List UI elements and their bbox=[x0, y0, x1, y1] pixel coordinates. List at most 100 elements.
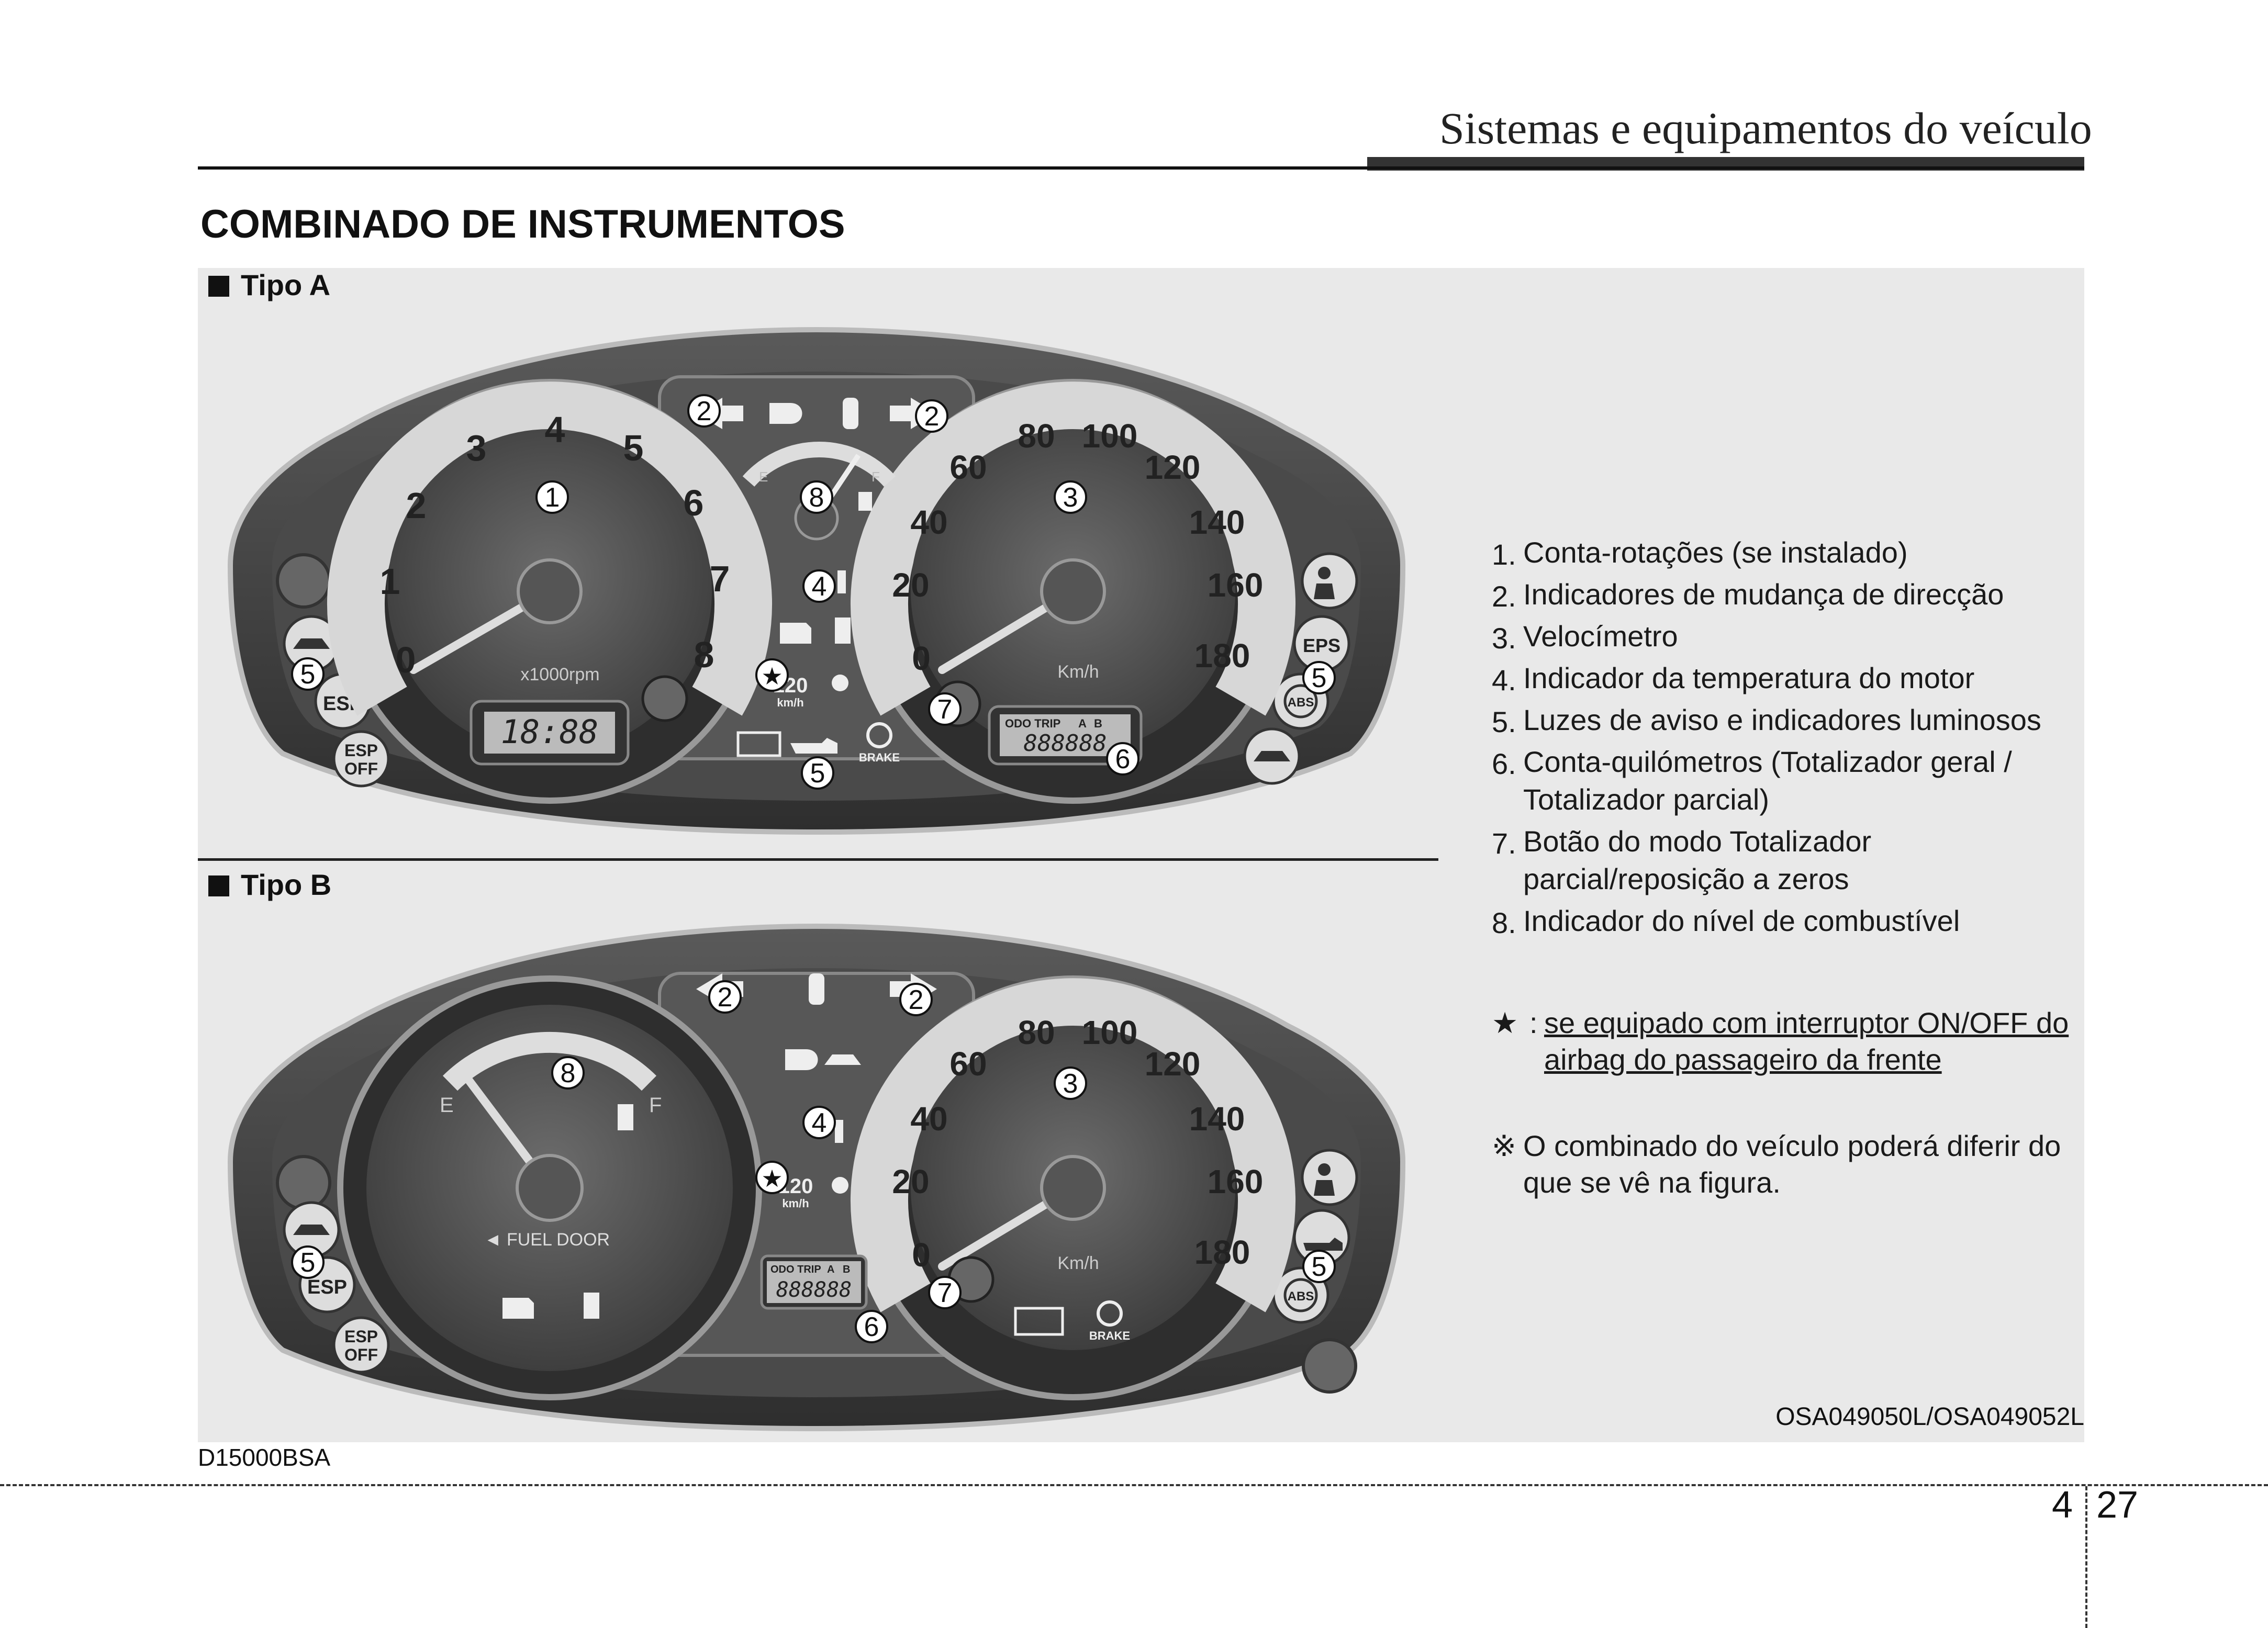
legend-item: 2.Indicadores de mudança de direcção bbox=[1492, 576, 2078, 613]
speed-num-40: 40 bbox=[910, 503, 947, 541]
odo-trip-label: ODO TRIP bbox=[1005, 717, 1060, 730]
legend-item-text: Indicador da temperatura do motor bbox=[1523, 659, 2078, 697]
side-indicator bbox=[277, 555, 330, 607]
legend-item-num: 8. bbox=[1492, 902, 1516, 944]
door-ajar-icon bbox=[809, 973, 824, 1005]
legend-item: 7.Botão do modo Totalizador parcial/repo… bbox=[1492, 823, 2078, 898]
abs-label: ABS bbox=[1288, 695, 1314, 710]
header-rule bbox=[198, 166, 2084, 170]
seatbelt-warning-icon bbox=[832, 675, 848, 691]
brake-label: BRAKE bbox=[859, 751, 900, 764]
legend-item-num: 4. bbox=[1492, 659, 1516, 701]
legend: 1.Conta-rotações (se instalado) 2.Indica… bbox=[1492, 534, 2078, 944]
eps-label: EPS bbox=[1303, 635, 1340, 656]
speed-num-120: 120 bbox=[1145, 1045, 1201, 1083]
speed-num-140: 140 bbox=[1189, 1100, 1245, 1138]
odo-trip-label: ODO TRIP bbox=[770, 1264, 821, 1275]
star-note-text: se equipado com interruptor ON/OFF do ai… bbox=[1492, 1005, 2078, 1078]
odo-display-text: 888888 bbox=[776, 1278, 852, 1302]
callout-star: ★ bbox=[761, 1165, 783, 1192]
low-fuel-icon bbox=[835, 617, 851, 644]
speed-hub bbox=[1042, 560, 1104, 623]
seatbelt-warning-icon bbox=[832, 1177, 848, 1194]
airbag-warning-icon bbox=[1302, 554, 1357, 608]
speed-num-40: 40 bbox=[910, 1100, 947, 1138]
legend-item-num: 5. bbox=[1492, 701, 1516, 743]
legend-item-num: 6. bbox=[1492, 743, 1516, 785]
coolant-temp-icon bbox=[835, 1120, 843, 1143]
odo-b-label: B bbox=[843, 1264, 850, 1275]
callout-2-left: 2 bbox=[718, 982, 733, 1013]
fuel-f-label: F bbox=[649, 1094, 662, 1117]
speed-num-80: 80 bbox=[1018, 1014, 1055, 1051]
callout-5-right: 5 bbox=[1312, 1252, 1327, 1282]
figure-divider bbox=[198, 858, 1438, 861]
callout-8: 8 bbox=[561, 1058, 576, 1088]
door-ajar-icon bbox=[843, 398, 858, 429]
odo-a-label: A bbox=[1078, 717, 1087, 730]
tach-num-2: 2 bbox=[406, 485, 427, 526]
speed-num-20: 20 bbox=[892, 566, 929, 604]
esp-label: ESP bbox=[307, 1276, 347, 1298]
legend-item-text: Indicador do nível de combustível bbox=[1523, 902, 2078, 940]
fuel-door-label: ◄ FUEL DOOR bbox=[484, 1230, 610, 1250]
tach-num-1: 1 bbox=[380, 561, 400, 602]
odo-a-label: A bbox=[827, 1264, 834, 1275]
fuel-e-label: E bbox=[759, 469, 768, 485]
legend-list: 1.Conta-rotações (se instalado) 2.Indica… bbox=[1492, 534, 2078, 940]
abs-label: ABS bbox=[1288, 1289, 1314, 1304]
callout-star: ★ bbox=[761, 663, 783, 690]
legend-item-num: 7. bbox=[1492, 823, 1516, 864]
footer-vertical-dashed-rule bbox=[2085, 1486, 2087, 1628]
legend-item: 4.Indicador da temperatura do motor bbox=[1492, 659, 2078, 697]
fuel-f-label: F bbox=[872, 469, 880, 485]
chapter-number: 4 bbox=[2052, 1484, 2073, 1526]
tach-num-5: 5 bbox=[623, 428, 644, 468]
speed-num-80: 80 bbox=[1018, 417, 1055, 455]
figure-code: OSA049050L/OSA049052L bbox=[1518, 1402, 2084, 1431]
odo-display-text: 888888 bbox=[1024, 730, 1107, 757]
tach-hub bbox=[518, 560, 581, 623]
side-indicator bbox=[1303, 1340, 1356, 1392]
speed-warn-unit: km/h bbox=[777, 696, 803, 709]
legend-item: 1.Conta-rotações (se instalado) bbox=[1492, 534, 2078, 571]
callout-7: 7 bbox=[937, 1278, 953, 1308]
speed-num-160: 160 bbox=[1208, 566, 1264, 604]
speedometer: 0 20 40 60 80 100 120 140 160 180 Km/h O… bbox=[864, 382, 1282, 801]
legend-item-text: Botão do modo Totalizador parcial/reposi… bbox=[1523, 823, 2078, 898]
airbag-warning-icon bbox=[1302, 1150, 1357, 1205]
legend-item-text: Conta-rotações (se instalado) bbox=[1523, 534, 2078, 571]
tach-num-0: 0 bbox=[396, 639, 416, 680]
speedometer: 0 20 40 60 80 100 120 140 160 180 Km/h B… bbox=[864, 979, 1282, 1397]
legend-item: 6.Conta-quilómetros (Totalizador geral /… bbox=[1492, 743, 2078, 818]
fuel-hub bbox=[517, 1155, 582, 1220]
legend-item: 3.Velocímetro bbox=[1492, 617, 2078, 655]
esp-off-label-1: ESP bbox=[344, 1327, 378, 1346]
callout-4: 4 bbox=[812, 571, 827, 602]
document-code: D15000BSA bbox=[198, 1443, 330, 1472]
reference-mark: ※ bbox=[1492, 1128, 1516, 1164]
legend-item: 8.Indicador do nível de combustível bbox=[1492, 902, 2078, 940]
callout-6: 6 bbox=[864, 1312, 879, 1342]
reference-note: ※ O combinado do veículo poderá diferir … bbox=[1492, 1128, 2078, 1201]
callout-7: 7 bbox=[937, 694, 953, 725]
fuel-pump-small-icon bbox=[858, 492, 872, 511]
tach-num-3: 3 bbox=[466, 428, 487, 468]
clock-display-text: 18:88 bbox=[501, 713, 599, 751]
speed-num-140: 140 bbox=[1189, 503, 1245, 541]
reference-note-text: O combinado do veículo poderá diferir do… bbox=[1492, 1128, 2078, 1201]
callout-3: 3 bbox=[1063, 1069, 1078, 1099]
page-number: 27 bbox=[2096, 1484, 2138, 1526]
callout-1: 1 bbox=[545, 482, 560, 513]
speed-unit: Km/h bbox=[1057, 1253, 1099, 1273]
star-colon: : bbox=[1529, 1005, 1538, 1041]
callout-5-left: 5 bbox=[300, 1248, 316, 1278]
callout-6: 6 bbox=[1115, 744, 1131, 774]
low-fuel-icon bbox=[618, 1104, 633, 1130]
tachometer: 0 1 2 3 4 5 6 7 8 x1000rpm 18:88 bbox=[340, 382, 759, 801]
esp-off-label-2: OFF bbox=[344, 1345, 378, 1364]
tach-num-8: 8 bbox=[694, 634, 714, 675]
legend-item-text: Conta-quilómetros (Totalizador geral / T… bbox=[1523, 743, 2078, 818]
legend-item-text: Luzes de aviso e indicadores luminosos bbox=[1523, 701, 2078, 739]
star-note: ★ : se equipado com interruptor ON/OFF d… bbox=[1492, 1005, 2078, 1078]
